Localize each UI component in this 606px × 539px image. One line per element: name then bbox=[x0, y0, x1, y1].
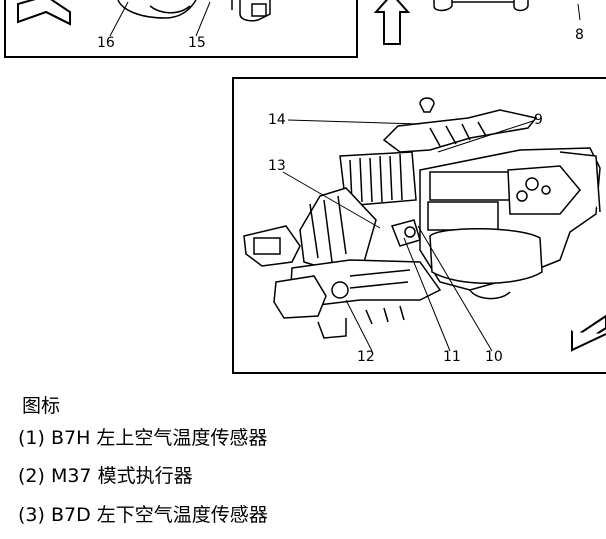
callout-10: 10 bbox=[485, 349, 503, 365]
legend-item: (2) M37 模式执行器 bbox=[18, 465, 193, 487]
callout-12: 12 bbox=[357, 349, 375, 365]
callout-9: 9 bbox=[534, 112, 543, 128]
component-fragment-top-right bbox=[433, 0, 529, 12]
leader-lines-main bbox=[282, 119, 534, 352]
component-fragment-top-left bbox=[117, 0, 271, 22]
callout-14: 14 bbox=[268, 112, 286, 128]
hvac-case bbox=[243, 97, 601, 339]
directional-arrow-icon-right bbox=[571, 314, 606, 352]
legend-item: (1) B7H 左上空气温度传感器 bbox=[18, 427, 268, 449]
directional-arrow-icon bbox=[17, 0, 71, 26]
leader-lines-top-left bbox=[109, 1, 211, 37]
callout-11: 11 bbox=[443, 349, 461, 365]
legend-title: 图标 bbox=[22, 395, 61, 417]
callout-16: 16 bbox=[97, 35, 115, 51]
legend-item: (3) B7D 左下空气温度传感器 bbox=[18, 504, 268, 526]
callout-8: 8 bbox=[575, 27, 584, 43]
callout-15: 15 bbox=[188, 35, 206, 51]
up-arrow-icon bbox=[373, 0, 411, 45]
callout-13: 13 bbox=[268, 158, 286, 174]
leader-line-8 bbox=[577, 3, 581, 21]
